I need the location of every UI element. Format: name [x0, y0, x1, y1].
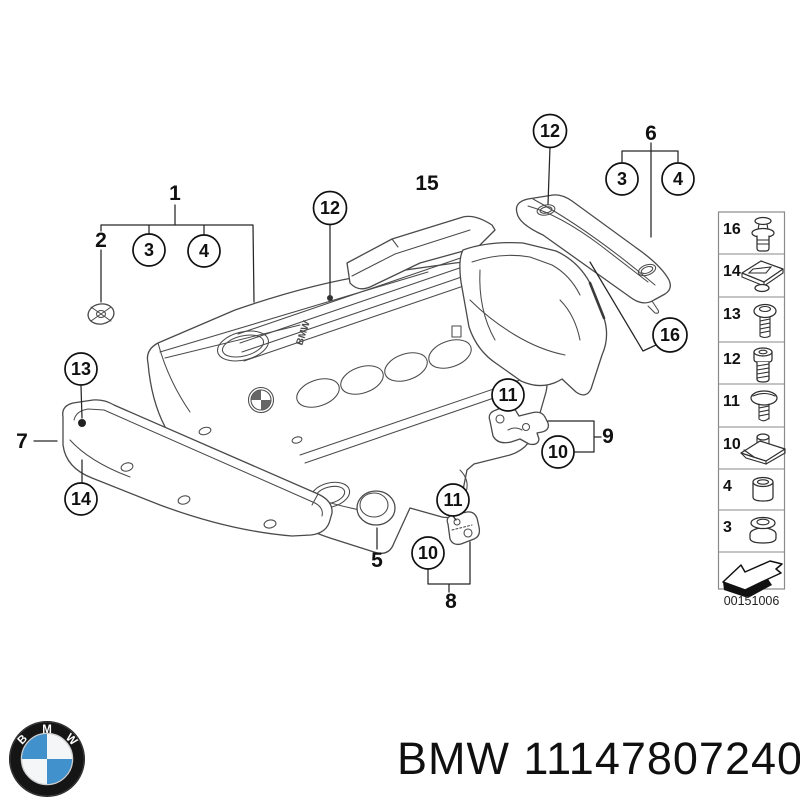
cover-runner-recesses	[296, 339, 472, 408]
callout-circle-3-right: 3	[605, 162, 639, 196]
callout-circle-4-right: 4	[661, 162, 695, 196]
callout-circle-4-left: 4	[187, 234, 221, 268]
body-nut-icon	[741, 260, 784, 293]
svg-text:11: 11	[498, 385, 517, 405]
diagram-code: 00151006	[724, 594, 780, 608]
spacer-sleeve-icon	[752, 476, 774, 502]
grommet-part	[87, 303, 115, 325]
svg-text:12: 12	[320, 198, 340, 218]
svg-text:12: 12	[540, 121, 560, 141]
callout-circle-3-left: 3	[132, 233, 166, 267]
svg-text:3: 3	[144, 240, 154, 260]
callouts-plain: 1 2 5 6 7 8 9 15	[16, 122, 657, 613]
lower-insulation-panel-part	[62, 399, 333, 537]
svg-text:14: 14	[71, 489, 91, 509]
callout-1: 1	[169, 182, 181, 205]
callout-5: 5	[371, 549, 383, 572]
cover-ribs	[237, 251, 524, 464]
cover-roundel-icon	[247, 386, 275, 414]
leader-lines	[33, 142, 679, 593]
cover-oil-filler-opening	[217, 330, 269, 362]
center-insulation-cover-part	[451, 242, 608, 396]
svg-text:13: 13	[71, 359, 91, 379]
legend-row-14-label: 14	[723, 263, 741, 280]
expansion-rivet-icon	[751, 216, 775, 252]
rear-rail-part	[515, 194, 671, 314]
callout-circle-14: 14	[64, 482, 98, 516]
legend-row-11-label: 11	[723, 393, 740, 410]
direction-arrow-icon	[722, 560, 783, 598]
svg-text:3: 3	[617, 169, 627, 189]
legend-row-13-label: 13	[723, 306, 741, 323]
bmw-logo: B M W	[9, 721, 85, 797]
callout-circle-12-left: 12	[312, 190, 348, 226]
callout-15: 15	[415, 172, 439, 195]
svg-text:4: 4	[673, 169, 683, 189]
svg-text:10: 10	[418, 543, 438, 563]
svg-text:11: 11	[443, 490, 462, 510]
svg-text:10: 10	[548, 442, 568, 462]
legend-row-12-label: 12	[723, 351, 741, 368]
callout-7: 7	[16, 430, 28, 453]
legend-panel: 16 14 13 12 11 10 4 3	[717, 211, 786, 608]
logo-letter-m: M	[42, 724, 52, 736]
legend-row-3-label: 3	[723, 519, 732, 536]
oval-head-screw-icon	[750, 390, 778, 422]
clamp-nut-icon	[740, 433, 786, 465]
svg-text:4: 4	[199, 241, 209, 261]
callout-circle-13: 13	[64, 352, 98, 386]
callout-9: 9	[602, 425, 614, 448]
part-number-text: BMW 11147807240	[397, 733, 800, 784]
legend-row-10-label: 10	[723, 436, 741, 453]
callout-circle-10-lower: 10	[411, 536, 445, 570]
callout-circle-16: 16	[652, 317, 688, 353]
grommet-icon	[749, 516, 777, 544]
callout-circle-10-upper: 10	[541, 435, 575, 469]
callout-6: 6	[645, 122, 657, 145]
legend-row-4-label: 4	[723, 478, 732, 495]
callout-circle-11-lower: 11	[436, 483, 470, 517]
screw-icon	[753, 303, 777, 339]
legend-row-16-label: 16	[723, 221, 741, 238]
callout-2: 2	[95, 229, 107, 252]
upper-insulation-strip-part	[346, 215, 496, 290]
callout-circle-11-upper: 11	[491, 378, 525, 412]
callout-circle-12-top: 12	[532, 113, 568, 149]
panel-screw-point	[78, 419, 86, 427]
callout-8: 8	[445, 590, 457, 613]
svg-text:16: 16	[660, 325, 680, 345]
blanking-cap-part	[356, 490, 396, 526]
torx-bolt-icon	[753, 347, 773, 383]
callouts-circled: 3 4 12 12 3 4 13 14	[64, 113, 695, 570]
